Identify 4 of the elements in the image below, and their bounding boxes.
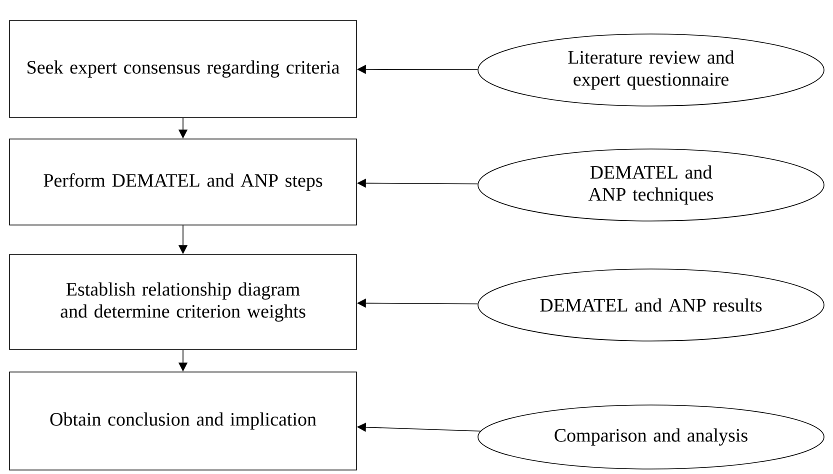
process-box: Seek expert consensus regarding criteria: [9, 20, 357, 118]
process-box: Obtain conclusion and implication: [9, 372, 357, 470]
process-box: Perform DEMATEL and ANP steps: [9, 138, 357, 226]
process-box: Establish relationship diagram and determine criterion weights: [9, 254, 357, 350]
